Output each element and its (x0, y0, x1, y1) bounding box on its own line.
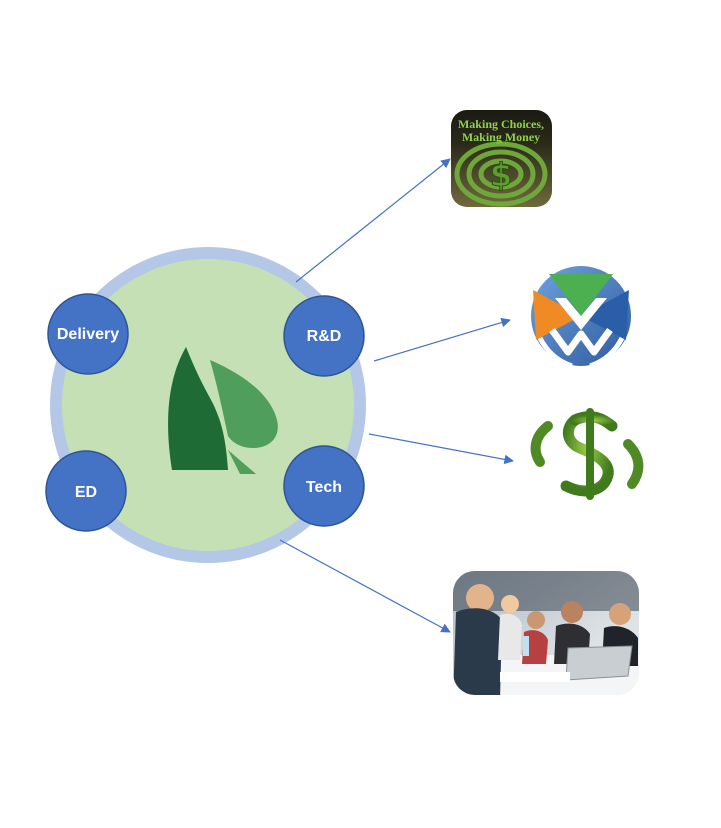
hub-node-label: Delivery (57, 326, 119, 343)
diverging-arrows-icon (531, 266, 631, 369)
hub-group: Delivery R&D ED Tech (45, 247, 366, 563)
hub-node-label: R&D (307, 328, 342, 345)
book-title-line2: Making Money (462, 130, 540, 144)
dollar-sign-glyph: $ (490, 156, 512, 194)
leaf-icon (168, 347, 278, 474)
connector-arrow-photo (279, 539, 451, 633)
hub-node-delivery[interactable]: Delivery (47, 293, 129, 375)
hub-node-label: Tech (306, 479, 342, 496)
hub-node-tech[interactable]: Tech (283, 445, 365, 527)
hedge-maze-dollar-icon (530, 408, 644, 500)
maze-dollar-icon (454, 141, 548, 207)
hub-node-label: ED (75, 484, 97, 501)
team-meeting-photo (453, 571, 639, 695)
connector-arrow-badge (373, 317, 511, 362)
book-title-line1: Making Choices, (458, 117, 544, 131)
connectors (279, 158, 514, 633)
hub-node-rd[interactable]: R&D (283, 295, 365, 377)
connector-arrow-book (295, 158, 451, 283)
hub-node-ed[interactable]: ED (45, 450, 127, 532)
book-cover-image: $ Making Choices, Making Money (451, 110, 552, 207)
connector-arrow-hedge (368, 433, 514, 465)
